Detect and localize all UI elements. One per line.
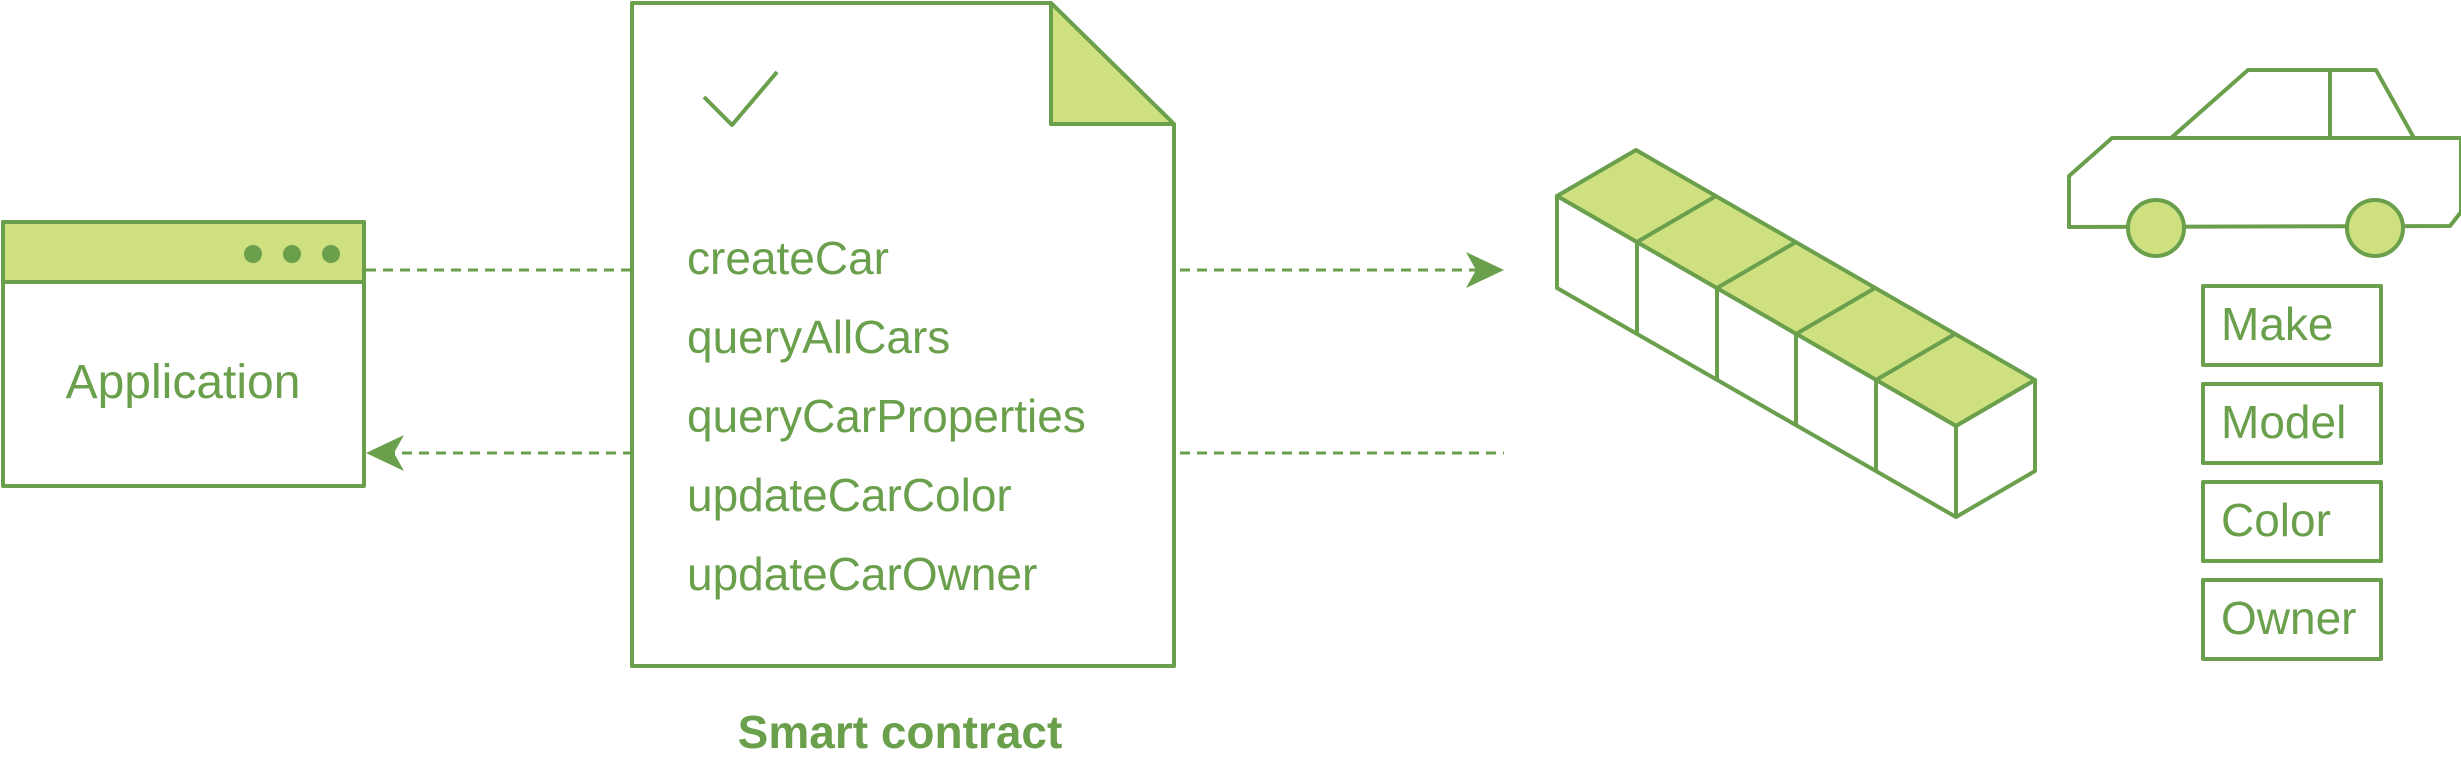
window-dot-1: [244, 245, 262, 263]
checkmark-icon: [702, 70, 779, 127]
window-dot-2: [283, 245, 301, 263]
arrow-right-icon: [1466, 252, 1504, 288]
window-dot-3: [322, 245, 340, 263]
car-wheel-rear: [2345, 198, 2405, 258]
smart-contract-document: createCar queryAllCars queryCarPropertie…: [630, 1, 1176, 668]
property-label: Color: [2221, 494, 2331, 546]
property-label: Model: [2221, 396, 2346, 448]
function-list-item: queryAllCars: [687, 311, 950, 363]
application-window: Application: [1, 220, 366, 488]
function-list-item: updateCarColor: [687, 469, 1012, 521]
property-box: [2201, 382, 2383, 465]
smart-contract-title: Smart contract: [738, 706, 1063, 758]
function-list-item: createCar: [687, 232, 889, 284]
car-wheel-front: [2126, 198, 2186, 258]
property-box: [2201, 578, 2383, 661]
window-title-bar: [1, 220, 366, 284]
document-fold: [1049, 1, 1176, 126]
function-list-item: queryCarProperties: [687, 390, 1086, 442]
application-label: Application: [66, 356, 301, 409]
arrow-left-icon: [366, 435, 404, 471]
car-properties: Make Model Color Owner: [2201, 284, 2383, 661]
property-box: [2201, 480, 2383, 563]
property-box: [2201, 284, 2383, 367]
document-icon: [630, 1, 1176, 668]
property-label: Make: [2221, 298, 2333, 350]
function-list-item: updateCarOwner: [687, 548, 1037, 600]
property-label: Owner: [2221, 592, 2356, 644]
ledger-end-face: [1954, 378, 2037, 519]
car-icon: [2067, 68, 2461, 258]
ledger-blocks-icon: [1555, 148, 2037, 519]
